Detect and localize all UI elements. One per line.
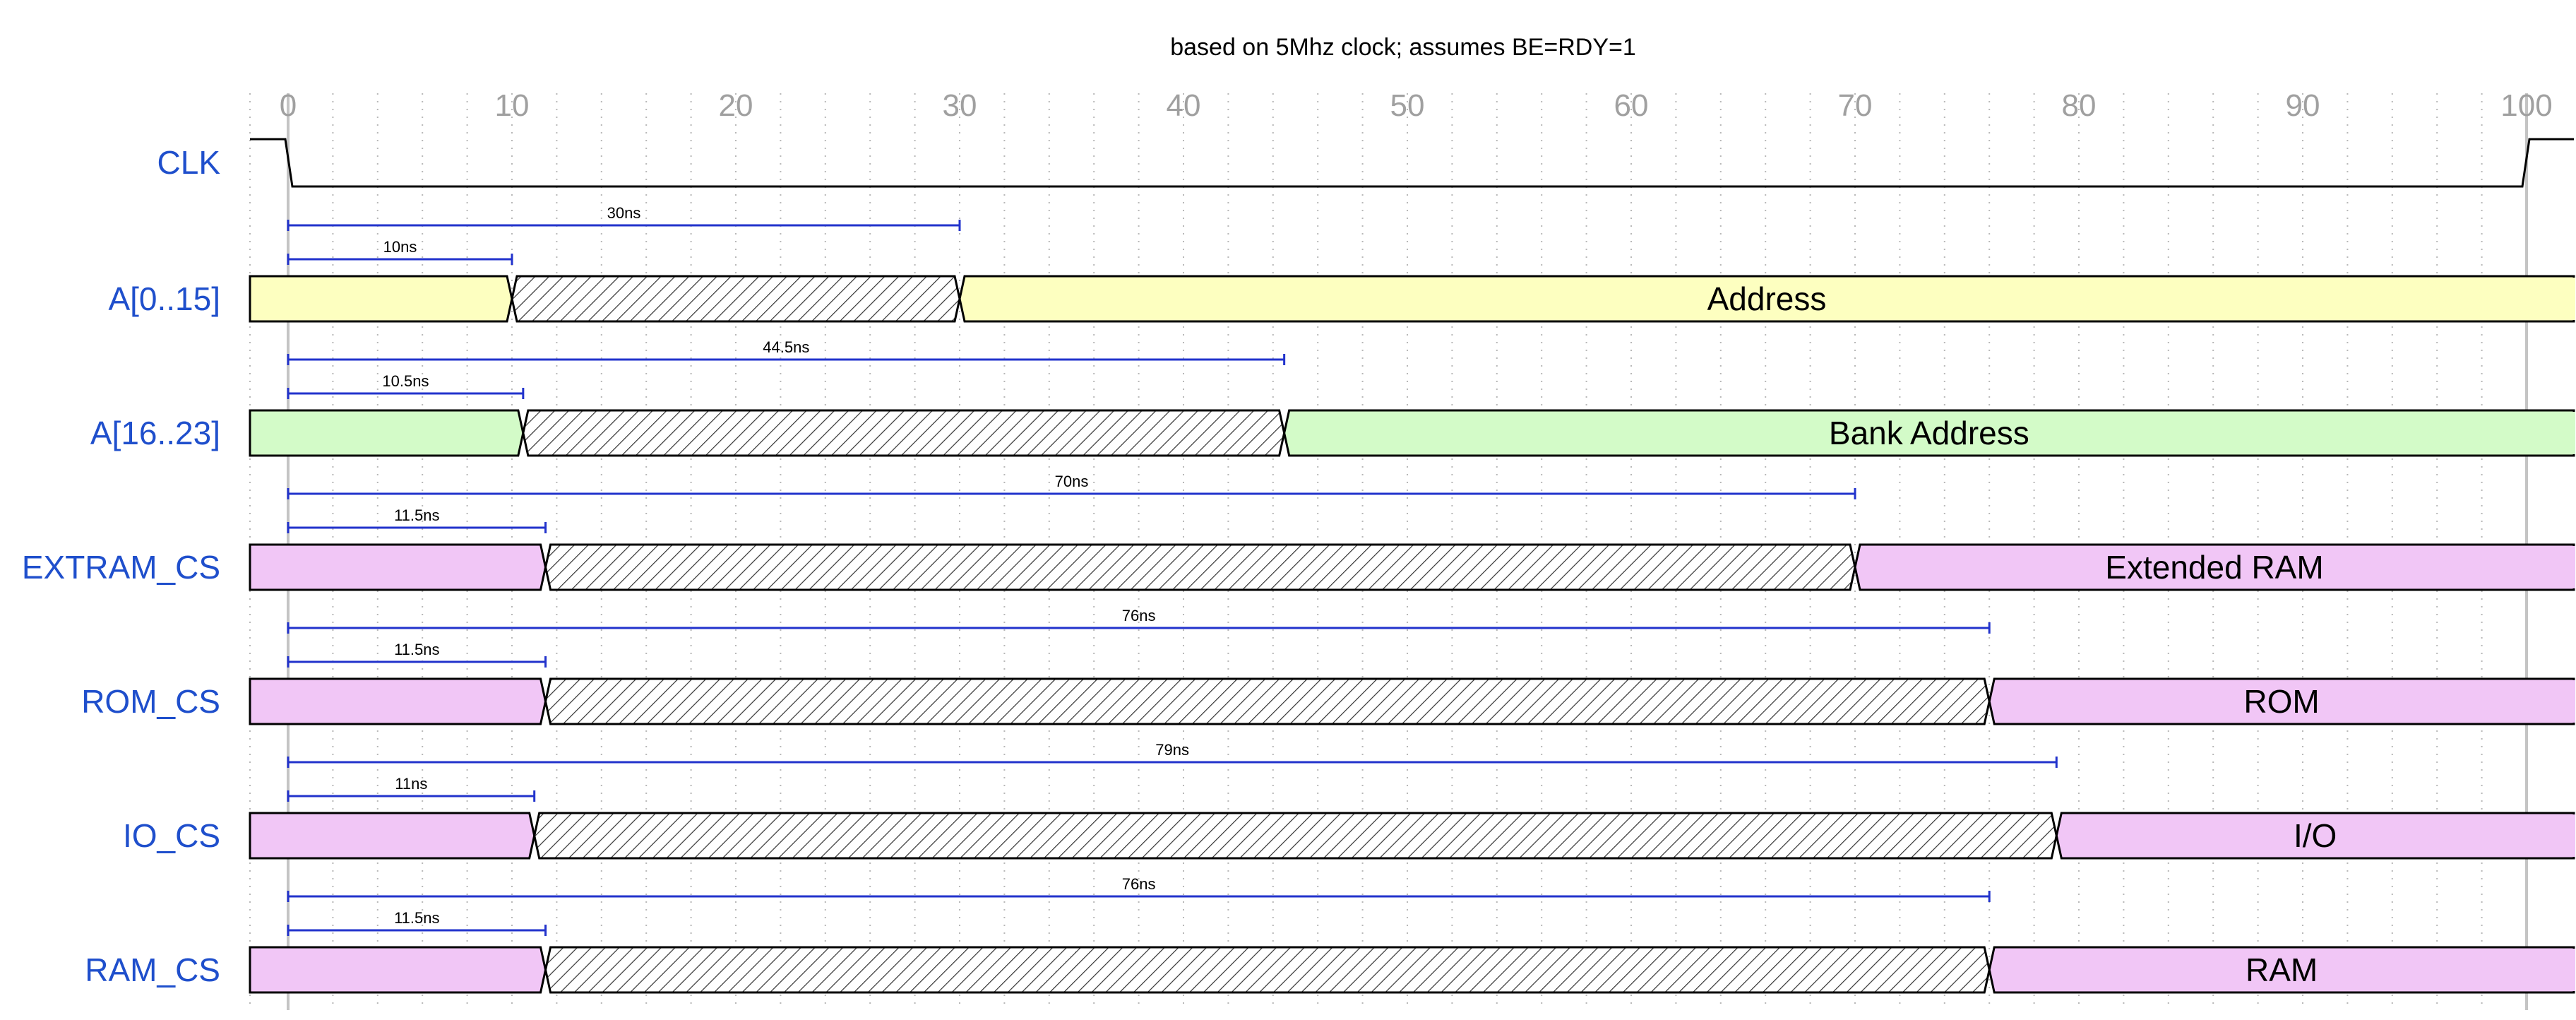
measurement-label: 10.5ns — [382, 372, 429, 390]
bus-segment-prev — [249, 677, 547, 725]
signal-label: EXTRAM_CS — [22, 549, 220, 586]
bus-segment-unstable — [511, 275, 961, 323]
measurement-label: 79ns — [1155, 741, 1189, 759]
clock-waveform — [250, 138, 2574, 188]
signal-label-clk: CLK — [157, 144, 221, 181]
measurement-label: 11.5ns — [394, 909, 439, 927]
measurement: 79ns — [287, 741, 2058, 768]
measurement: 44.5ns — [287, 338, 1286, 365]
bus-segment-unstable — [544, 946, 1991, 994]
tick-label: 20 — [719, 88, 753, 123]
bus-segment-unstable — [522, 409, 1286, 457]
signal-label: RAM_CS — [85, 951, 220, 988]
bus-segment-prev — [249, 812, 536, 860]
bus-segment-prev — [249, 409, 525, 457]
measurement: 11.5ns — [287, 641, 547, 668]
measurement-label: 76ns — [1122, 875, 1156, 893]
measurement-label: 10ns — [383, 238, 417, 256]
bus-segment-prev — [249, 275, 513, 323]
clock-row: CLK — [157, 138, 2574, 188]
bus-value-label: Bank Address — [1829, 415, 2029, 451]
tick-label: 100 — [2500, 88, 2552, 123]
measurement: 70ns — [287, 473, 1856, 499]
measurement: 11.5ns — [287, 506, 547, 533]
signal-label: IO_CS — [123, 817, 220, 854]
tick-label: 40 — [1167, 88, 1201, 123]
measurement-label: 11.5ns — [394, 506, 439, 524]
measurement-label: 44.5ns — [763, 338, 809, 356]
signal-label: A[0..15] — [108, 280, 220, 317]
bus-segment-prev — [249, 543, 547, 591]
bus-segment-unstable — [533, 812, 2058, 860]
measurement: 11ns — [287, 775, 536, 802]
measurement: 76ns — [287, 607, 1991, 634]
time-axis: 0 10 20 30 40 50 60 70 80 90 100 — [280, 88, 2553, 123]
measurement: 76ns — [287, 875, 1991, 902]
tick-label: 30 — [943, 88, 977, 123]
measurement-label: 11.5ns — [394, 641, 439, 658]
measurement-label: 70ns — [1055, 473, 1089, 490]
measurement: 11.5ns — [287, 909, 547, 936]
tick-label: 10 — [495, 88, 530, 123]
bus-value-label: Extended RAM — [2105, 549, 2323, 586]
tick-label: 50 — [1390, 88, 1425, 123]
signal-label: A[16..23] — [90, 415, 220, 451]
tick-label: 80 — [2062, 88, 2097, 123]
tick-label: 90 — [2286, 88, 2320, 123]
diagram-title: based on 5Mhz clock; assumes BE=RDY=1 — [1170, 34, 1636, 61]
tick-label: 60 — [1614, 88, 1649, 123]
tick-label: 70 — [1838, 88, 1873, 123]
bus-value-label: I/O — [2294, 817, 2337, 854]
measurement-label: 76ns — [1122, 607, 1156, 624]
bus-value-label: ROM — [2243, 683, 2319, 720]
bus-segment-unstable — [544, 543, 1856, 591]
bus-segment-prev — [249, 946, 547, 994]
measurement-label: 11ns — [395, 775, 427, 793]
measurement: 10ns — [287, 238, 513, 265]
bus-segment-unstable — [544, 677, 1991, 725]
measurement-label: 30ns — [607, 204, 641, 222]
measurement: 10.5ns — [287, 372, 525, 399]
signal-label: ROM_CS — [81, 683, 220, 720]
measurement: 30ns — [287, 204, 961, 231]
bus-value-label: RAM — [2246, 951, 2318, 988]
tick-label: 0 — [280, 88, 297, 123]
bus-value-label: Address — [1707, 280, 1827, 317]
